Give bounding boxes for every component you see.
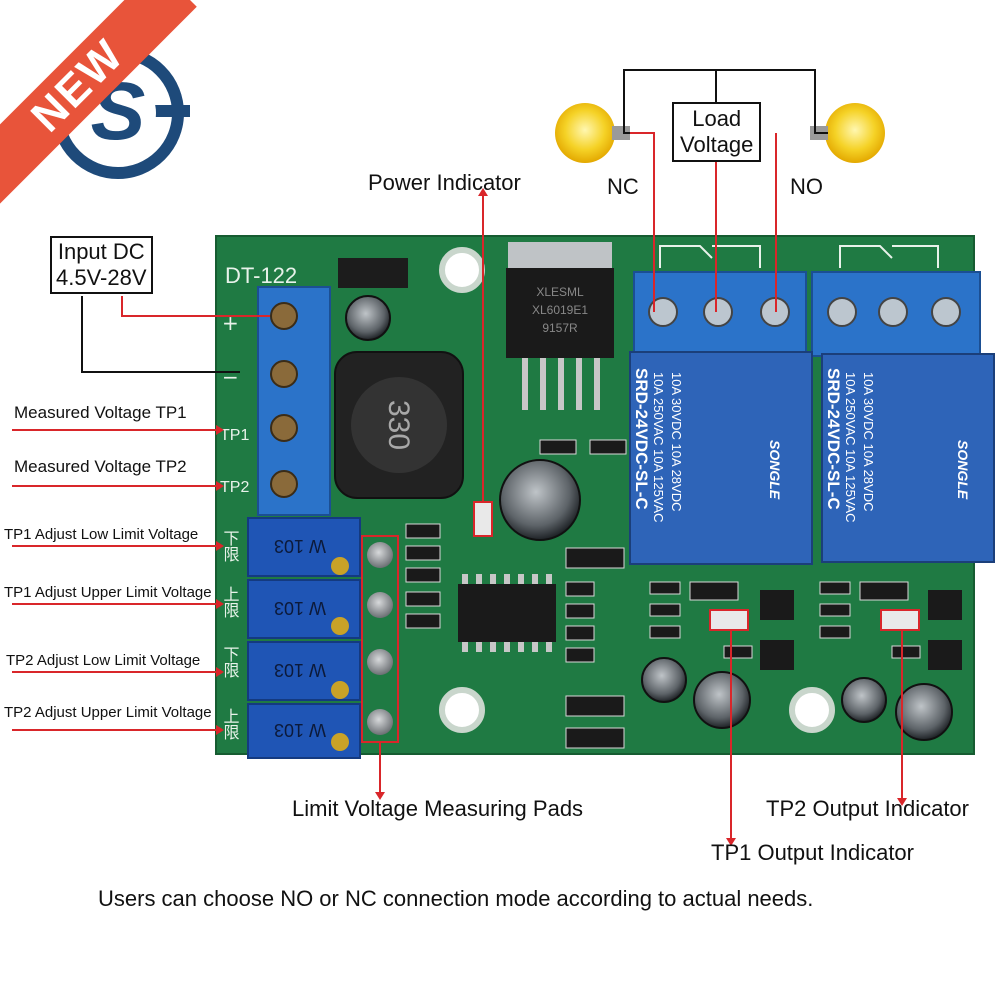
tp2-upper-limit-label: TP2 Adjust Upper Limit Voltage bbox=[4, 704, 212, 721]
svg-text:W 103: W 103 bbox=[274, 598, 326, 618]
relay-2 bbox=[821, 353, 995, 563]
nc-label: NC bbox=[607, 174, 639, 199]
measuring-pads bbox=[367, 542, 393, 735]
footer-note: Users can choose NO or NC connection mod… bbox=[98, 886, 814, 911]
svg-text:9157R: 9157R bbox=[542, 321, 578, 335]
svg-text:W 103: W 103 bbox=[274, 660, 326, 680]
svg-text:上限: 上限 bbox=[221, 586, 240, 618]
small-capacitor bbox=[641, 657, 687, 703]
power-led bbox=[473, 501, 493, 537]
tp2-low-limit-label: TP2 Adjust Low Limit Voltage bbox=[6, 652, 201, 669]
svg-text:SONGLE: SONGLE bbox=[955, 440, 971, 500]
electrolytic-capacitor bbox=[499, 459, 581, 541]
svg-text:W 103: W 103 bbox=[274, 720, 326, 740]
load-voltage-label: Load Voltage bbox=[672, 102, 762, 162]
svg-text:10A 250VAC 10A 125VAC: 10A 250VAC 10A 125VAC bbox=[843, 372, 858, 523]
brand-s-logo-icon: S bbox=[50, 47, 190, 179]
nc-bulb-icon bbox=[555, 103, 630, 163]
svg-text:SRD-24VDC-SL-C: SRD-24VDC-SL-C bbox=[824, 368, 843, 510]
comparator-ic bbox=[458, 584, 556, 642]
callout-arrows bbox=[216, 188, 907, 846]
measured-voltage-tp1-label: Measured Voltage TP1 bbox=[14, 403, 187, 422]
power-indicator-label: Power Indicator bbox=[368, 170, 521, 195]
small-capacitor bbox=[693, 671, 751, 729]
svg-text:W 103: W 103 bbox=[274, 536, 326, 556]
regulator-pins bbox=[522, 358, 600, 410]
callout-lines bbox=[12, 132, 903, 838]
board-model-label: DT-122 bbox=[225, 263, 297, 288]
svg-text:XL6019E1: XL6019E1 bbox=[532, 303, 588, 317]
svg-text:下限: 下限 bbox=[221, 530, 240, 562]
diode bbox=[338, 258, 408, 288]
wiring-lines bbox=[81, 69, 828, 373]
potentiometers bbox=[247, 517, 361, 759]
terminal-screws bbox=[270, 302, 298, 498]
svg-text:10A 250VAC 10A 125VAC: 10A 250VAC 10A 125VAC bbox=[651, 372, 666, 523]
svg-text:下限: 下限 bbox=[221, 646, 240, 678]
small-capacitor bbox=[841, 677, 887, 723]
transistors bbox=[760, 590, 962, 670]
svg-text:上限: 上限 bbox=[221, 708, 240, 740]
input-dc-label: Input DC 4.5V-28V bbox=[50, 236, 153, 294]
measuring-pads-label: Limit Voltage Measuring Pads bbox=[292, 796, 584, 821]
small-capacitor bbox=[895, 683, 953, 741]
measured-voltage-tp2-label: Measured Voltage TP2 bbox=[14, 457, 187, 476]
mounting-hole bbox=[789, 687, 835, 733]
tp1-output-indicator-label: TP1 Output Indicator bbox=[711, 840, 914, 865]
svg-text:10A 30VDC 10A 28VDC: 10A 30VDC 10A 28VDC bbox=[669, 372, 684, 511]
mounting-hole bbox=[439, 247, 485, 293]
svg-text:SRD-24VDC-SL-C: SRD-24VDC-SL-C bbox=[632, 368, 651, 510]
terminal-mark-minus: − bbox=[222, 365, 239, 389]
terminal-mark-tp2: TP2 bbox=[220, 479, 249, 496]
inductor-code: 330 bbox=[382, 400, 415, 450]
relay-1 bbox=[629, 351, 813, 565]
tp1-upper-limit-label: TP1 Adjust Upper Limit Voltage bbox=[4, 584, 212, 601]
svg-text:10A 30VDC 10A 28VDC: 10A 30VDC 10A 28VDC bbox=[861, 372, 876, 511]
no-label: NO bbox=[790, 174, 823, 199]
svg-text:SONGLE: SONGLE bbox=[767, 440, 783, 500]
terminal-mark-tp1: TP1 bbox=[220, 427, 249, 444]
tp2-output-led bbox=[880, 609, 920, 631]
regulator-chip bbox=[506, 268, 614, 358]
terminal-mark-plus: + bbox=[222, 311, 239, 335]
regulator-tab bbox=[508, 242, 612, 268]
smd-components bbox=[405, 439, 921, 749]
tp1-output-led bbox=[709, 609, 749, 631]
tp2-output-indicator-label: TP2 Output Indicator bbox=[766, 796, 969, 821]
tp1-low-limit-label: TP1 Adjust Low Limit Voltage bbox=[4, 526, 199, 543]
mounting-hole bbox=[439, 687, 485, 733]
small-capacitor bbox=[345, 295, 391, 341]
svg-text:XLESML: XLESML bbox=[536, 285, 584, 299]
